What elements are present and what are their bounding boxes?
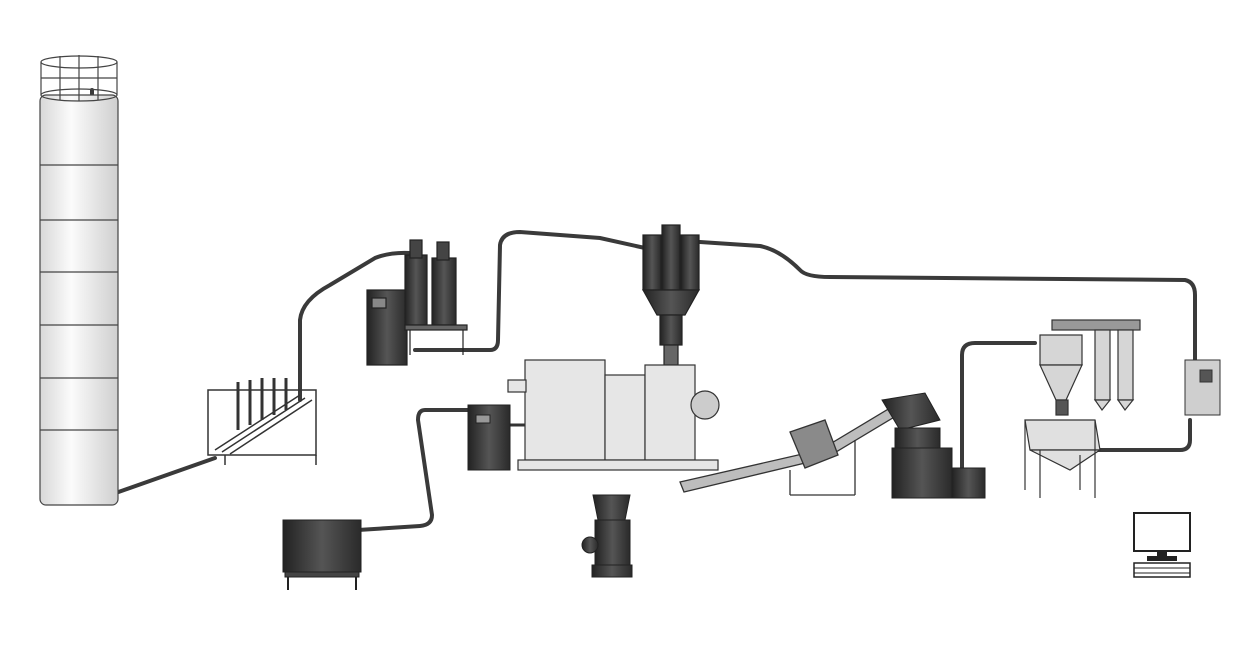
computer-icon: [1133, 512, 1191, 578]
hopper-loaders: [641, 224, 701, 366]
silo-cage: [40, 55, 118, 102]
storage-bin: [1024, 419, 1102, 498]
pipe-hoppers-to-control: [698, 240, 1197, 362]
silo-rings: [40, 164, 118, 431]
dryer-unit: [366, 239, 468, 366]
pipe-granulator-to-cyclone: [960, 341, 1037, 470]
pipe-manifold-to-dryer: [298, 250, 412, 402]
cyclone-separator: [1039, 319, 1141, 416]
granulator-small: [581, 494, 633, 578]
distribution-manifold: [207, 378, 317, 465]
granulator-large: [881, 392, 986, 499]
pipe-dryer-to-hoppers: [413, 229, 647, 352]
pipe-chiller-loop: [356, 408, 472, 532]
extruder: [507, 359, 720, 471]
control-panel: [1184, 359, 1221, 416]
silo: [39, 55, 119, 506]
temperature-controller: [467, 404, 511, 471]
chiller: [282, 519, 362, 590]
pipe-bin-to-control: [1093, 418, 1192, 452]
